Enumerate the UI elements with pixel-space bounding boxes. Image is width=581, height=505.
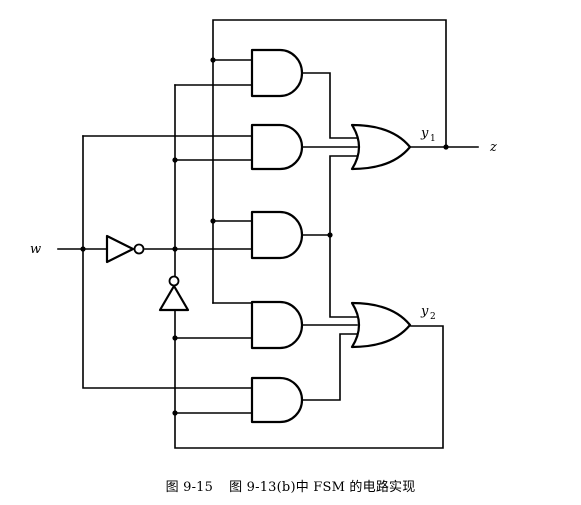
not-gate-w [105,234,135,264]
wire-and5-to-or2 [301,333,358,401]
wire-w-bus [82,135,253,389]
and-gate-2 [250,123,304,171]
junction-y1-out [443,144,449,150]
label-y2-subscript: 2 [430,312,436,322]
label-y2: y [420,304,429,319]
junctions [80,57,449,416]
wire-and1-to-or1 [301,72,358,139]
wire-and3-to-or2 [329,234,358,318]
and-gates [250,48,304,424]
wire-and3-to-or1 [301,155,358,236]
figure-caption: 图 9-15 图 9-13(b)中 FSM 的电路实现 [0,476,581,495]
signal-labels: w y 1 y 2 z [30,126,497,322]
not-gate-w-bubble [133,243,145,255]
wires [57,19,479,449]
or-gate-2 [350,301,412,349]
and-gate-4 [250,300,304,350]
not-gate-vertical-bubble [168,275,180,287]
label-y1: y [420,126,429,141]
or-gate-1 [350,123,412,171]
wire-y1-bus [212,19,447,304]
label-w: w [30,242,41,257]
wire-y2-bus [174,309,444,449]
not-gate-vertical [158,284,190,312]
and-gate-1 [250,48,304,98]
and-gate-5 [250,376,304,424]
junction-and3-split [327,232,333,238]
and-gate-3 [250,210,304,260]
junction-wbar-and2 [172,157,178,163]
junction-y1-and3 [210,218,216,224]
figure-number: 图 9-15 [165,480,214,495]
or-gates [350,123,412,349]
junction-w [80,246,86,252]
not-gates [105,234,190,312]
junction-y2-and5 [172,410,178,416]
junction-y2-and4 [172,335,178,341]
junction-wbar [172,246,178,252]
junction-y1-and1 [210,57,216,63]
label-y1-subscript: 1 [430,134,436,144]
label-z: z [489,140,497,155]
figure-title: 图 9-13(b)中 FSM 的电路实现 [229,480,416,495]
